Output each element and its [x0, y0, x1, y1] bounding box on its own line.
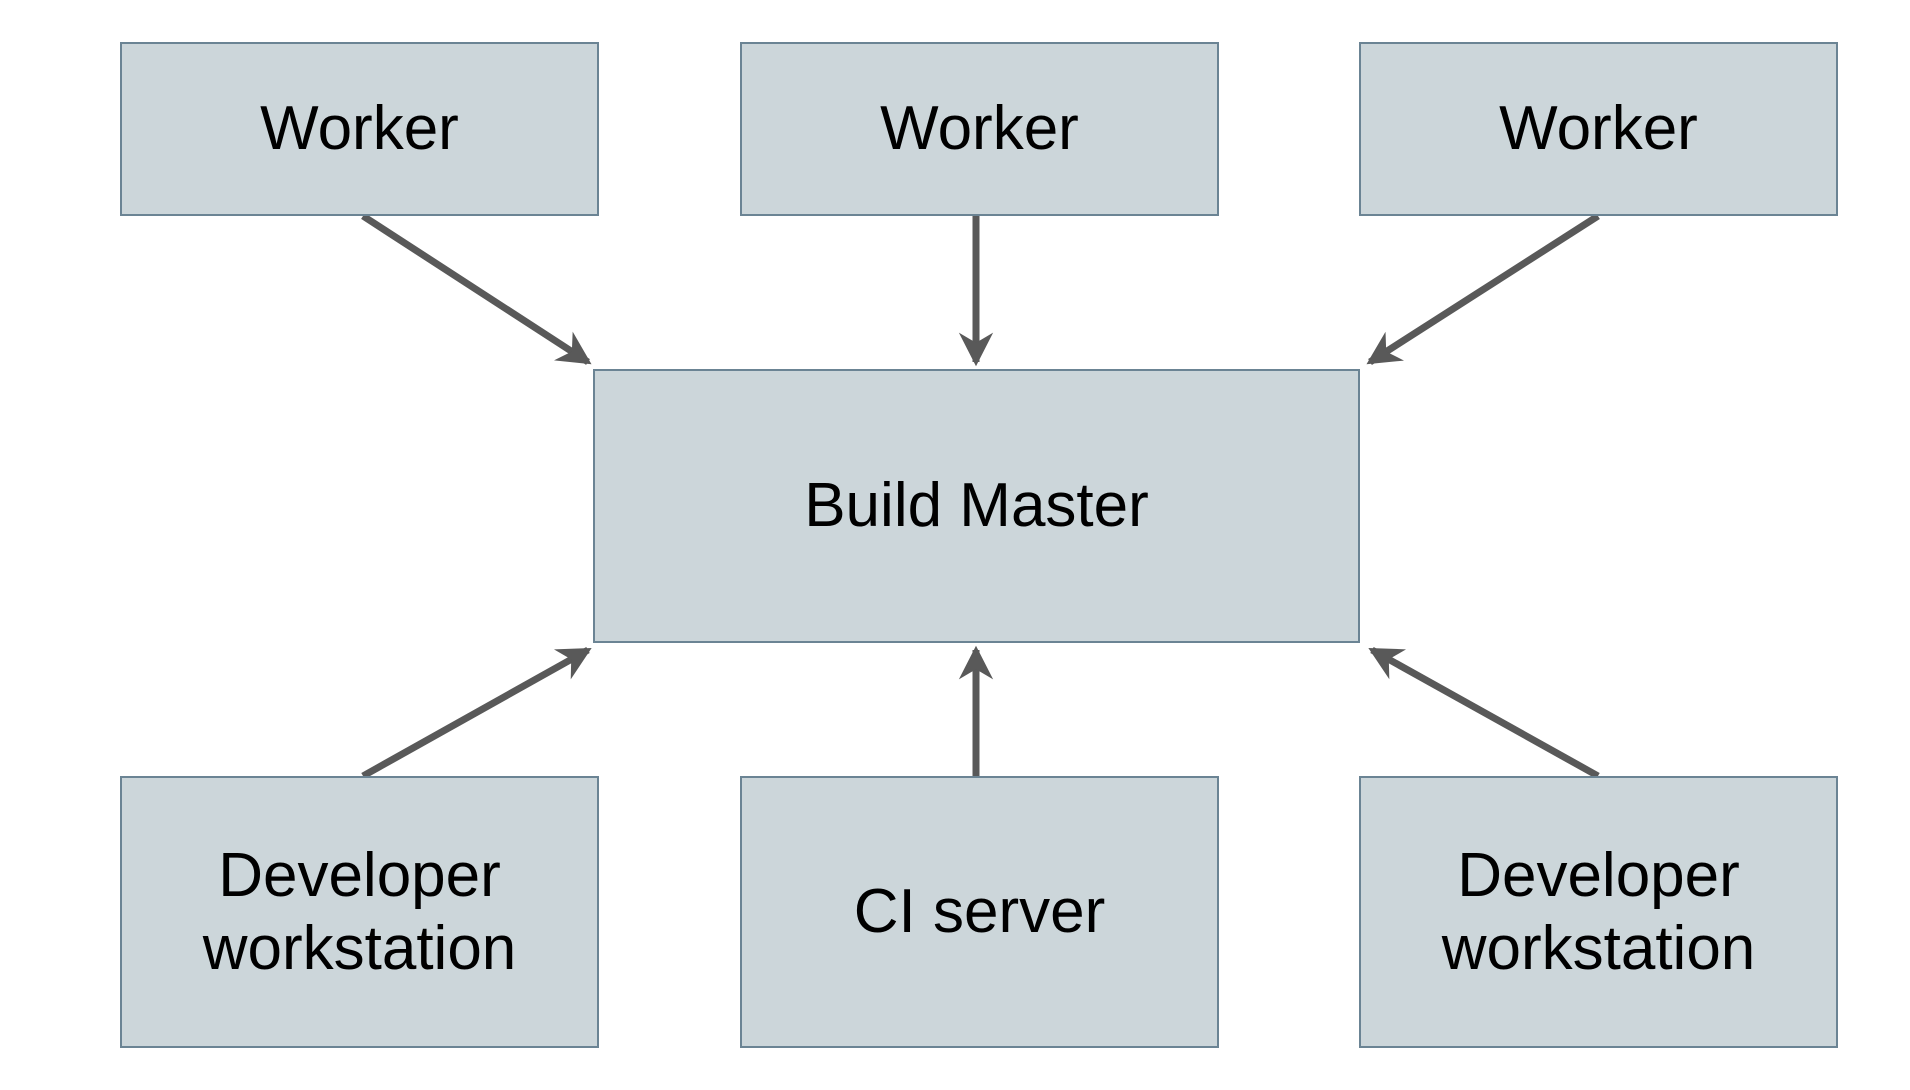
node-build-master[interactable]: Build Master [593, 369, 1360, 643]
node-label: Worker [1499, 94, 1698, 164]
edge-dev-workstation-2-to-build-master [1368, 646, 1600, 780]
node-label: Developer workstation [1441, 840, 1756, 983]
node-label: Build Master [804, 471, 1149, 541]
node-worker-1[interactable]: Worker [120, 42, 599, 216]
node-label: Worker [880, 94, 1079, 164]
edge-worker-3-to-build-master [1366, 213, 1600, 365]
node-label: Worker [260, 94, 459, 164]
node-label: Developer workstation [202, 840, 517, 983]
node-developer-workstation-right[interactable]: Developer workstation [1359, 776, 1838, 1048]
edge-dev-workstation-1-to-build-master [361, 646, 592, 780]
node-label: CI server [853, 877, 1106, 947]
node-ci-server[interactable]: CI server [740, 776, 1219, 1048]
edge-worker-1-to-build-master [361, 213, 592, 365]
node-worker-2[interactable]: Worker [740, 42, 1219, 216]
node-worker-3[interactable]: Worker [1359, 42, 1838, 216]
node-developer-workstation-left[interactable]: Developer workstation [120, 776, 599, 1048]
